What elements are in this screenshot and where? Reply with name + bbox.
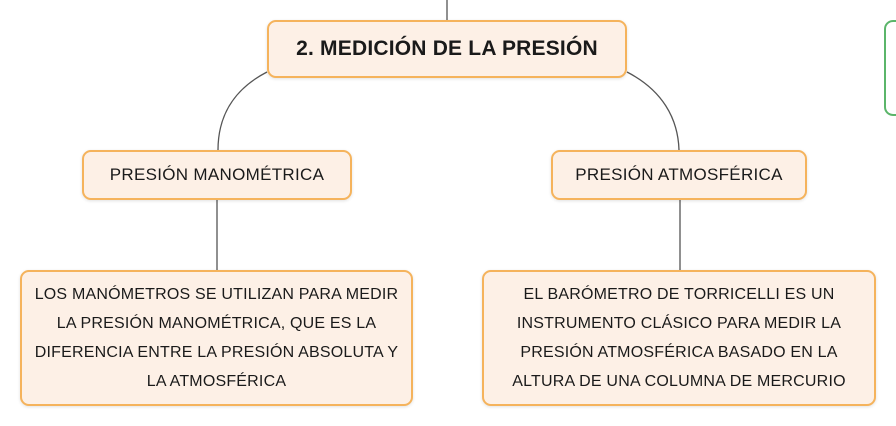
- node-presion-atmosferica-label: PRESIÓN ATMOSFÉRICA: [575, 165, 783, 184]
- offscreen-node-edge[interactable]: [884, 20, 896, 116]
- node-barometro-detail-text: EL BARÓMETRO DE TORRICELLI ES UN INSTRUM…: [512, 286, 846, 390]
- node-manometros-detail-text: LOS MANÓMETROS SE UTILIZAN PARA MEDIR LA…: [34, 286, 399, 390]
- node-presion-atmosferica[interactable]: PRESIÓN ATMOSFÉRICA: [551, 150, 807, 200]
- node-manometros-detail[interactable]: LOS MANÓMETROS SE UTILIZAN PARA MEDIR LA…: [20, 270, 413, 406]
- node-presion-manometrica[interactable]: PRESIÓN MANOMÉTRICA: [82, 150, 352, 200]
- node-title-label: 2. MEDICIÓN DE LA PRESIÓN: [296, 37, 598, 60]
- connector-title-to-manometrica: [217, 71, 268, 151]
- node-presion-manometrica-label: PRESIÓN MANOMÉTRICA: [109, 165, 325, 184]
- node-barometro-detail[interactable]: EL BARÓMETRO DE TORRICELLI ES UN INSTRUM…: [482, 270, 876, 406]
- connector-title-to-atmosferica: [626, 71, 680, 151]
- node-title[interactable]: 2. MEDICIÓN DE LA PRESIÓN: [267, 20, 627, 78]
